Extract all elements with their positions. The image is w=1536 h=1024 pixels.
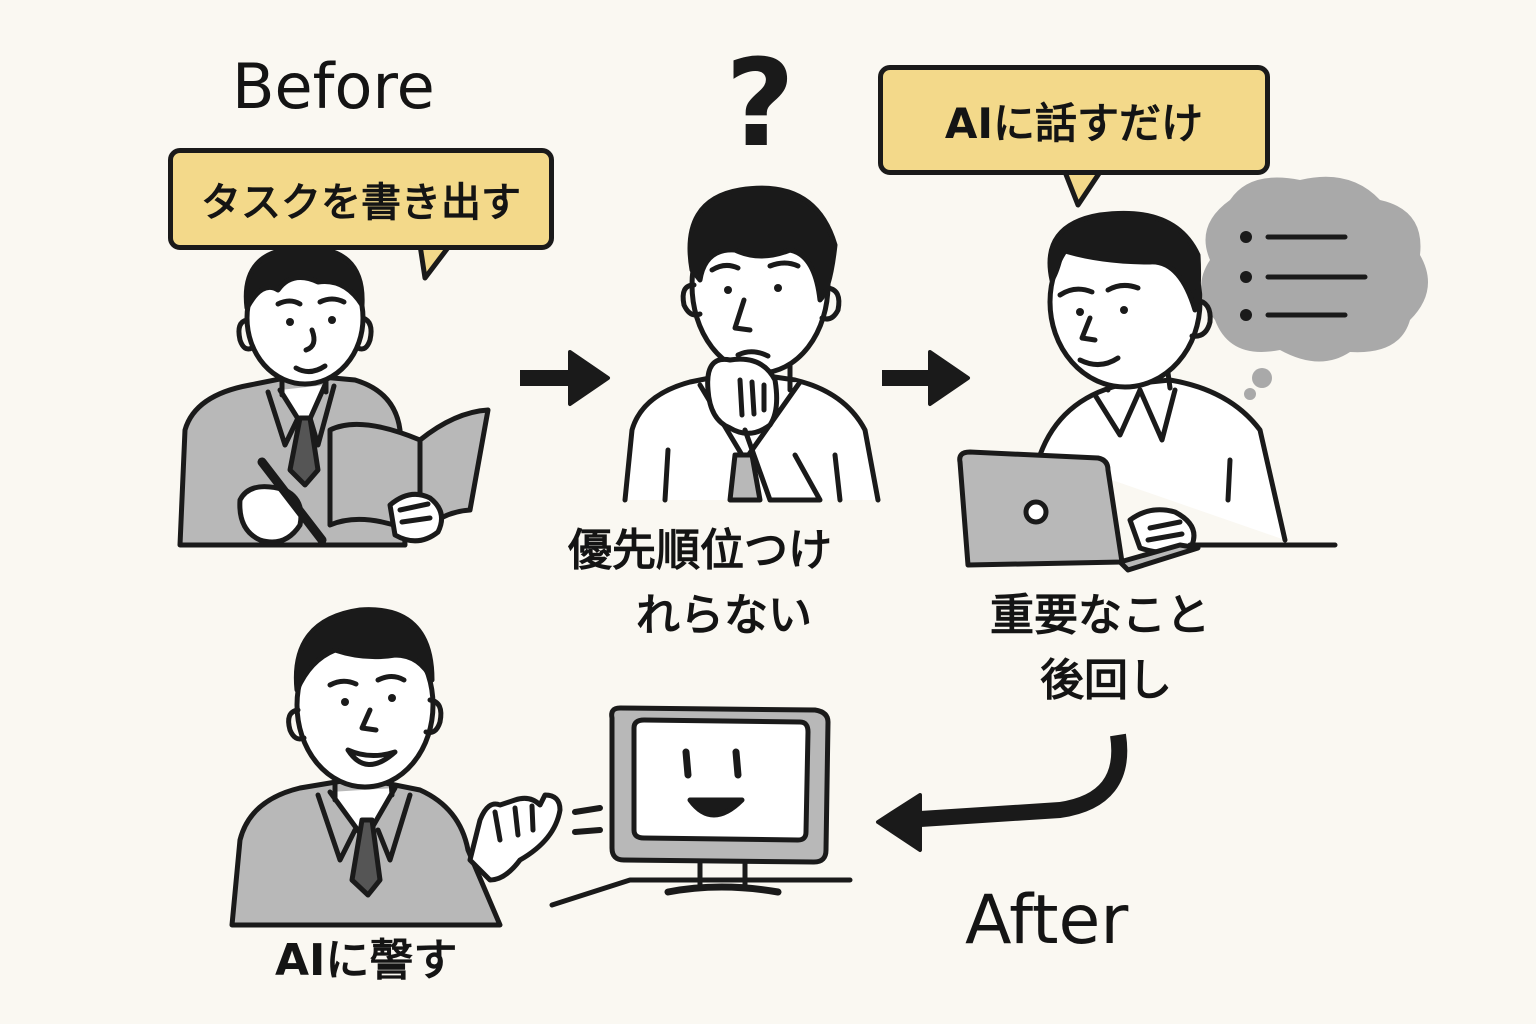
person-confused [622, 185, 881, 503]
question-mark: ? [725, 35, 795, 174]
caption-talk-ai: AIに謦す [275, 935, 458, 986]
thought-cloud-icon [1201, 176, 1428, 400]
bubble-talk-ai: AIに話すだけ [878, 65, 1270, 175]
arrow-left-curved-icon [876, 733, 1128, 852]
label-after: After [965, 881, 1129, 960]
arrow-right-icon [520, 350, 610, 406]
person-talking [229, 607, 563, 928]
caption-postpone-line2: 後回し [1040, 655, 1172, 706]
caption-postpone-line1: 重要なこと [990, 590, 1210, 641]
monitor-face-icon [549, 705, 853, 908]
bubble-tail-talk [1062, 169, 1103, 208]
bubble-tail-write [417, 242, 453, 281]
list-icon [1240, 231, 1368, 321]
hands-writing [237, 484, 445, 545]
laptop-icon [957, 449, 1201, 573]
arrow-right-icon [882, 350, 970, 406]
svg-text:?: ? [725, 35, 795, 174]
caption-cant-prioritize-line2: れらない [636, 590, 812, 641]
speech-lines [572, 805, 603, 835]
person-at-laptop [1037, 210, 1338, 555]
caption-cant-prioritize-line1: 優先順位つけ [568, 525, 832, 576]
pen-icon [257, 457, 327, 545]
label-before: Before [232, 50, 435, 123]
bubble-write-tasks: タスクを書き出す [168, 148, 554, 250]
person-writing [177, 245, 408, 548]
